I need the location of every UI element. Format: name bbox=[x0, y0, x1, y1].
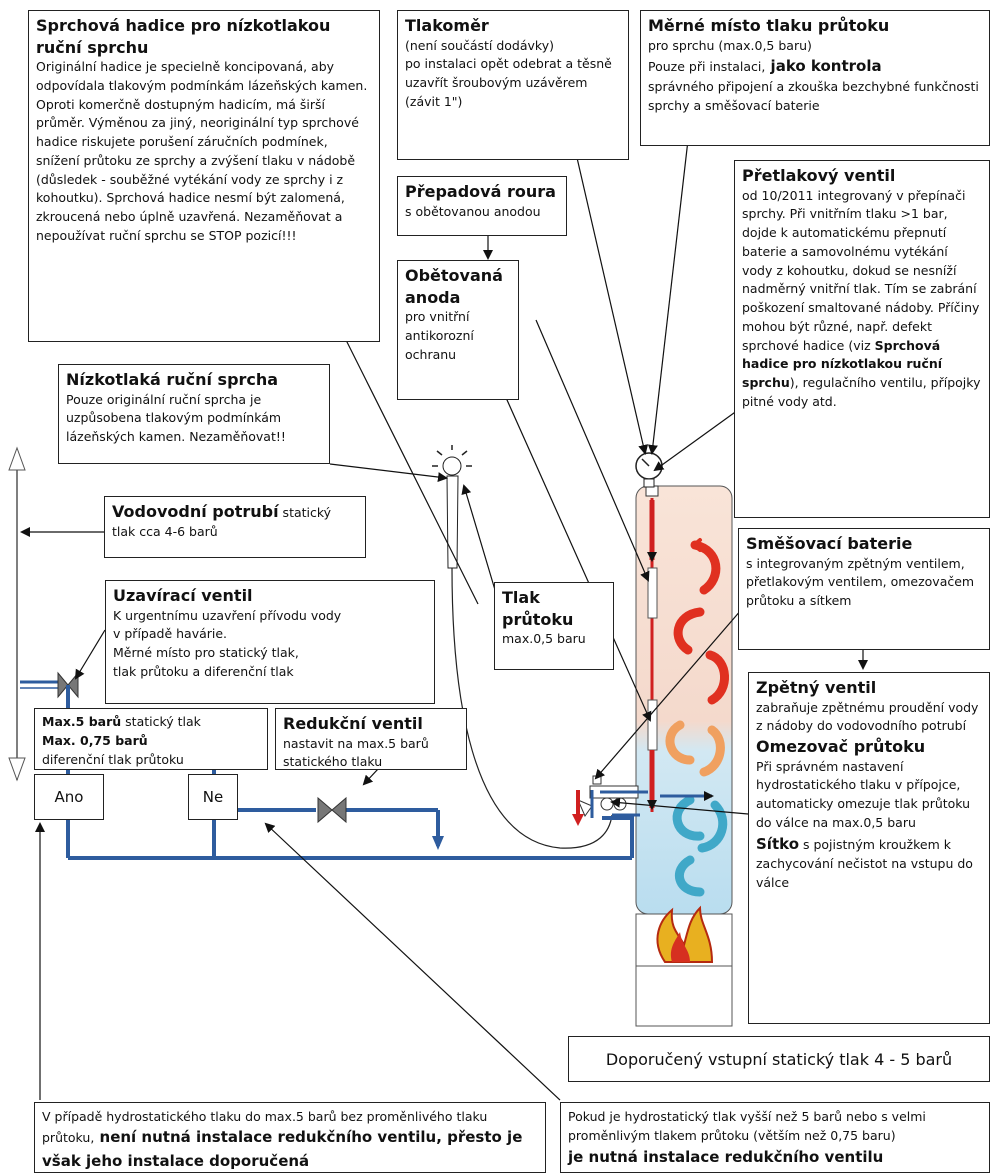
max-static-text: statický tlak bbox=[121, 714, 201, 729]
overflow-title: Přepadová roura bbox=[405, 182, 556, 201]
shutoff-text: K urgentnímu uzavření přívodu vody v pří… bbox=[113, 607, 342, 679]
mixer-title: Směšovací baterie bbox=[746, 534, 913, 553]
flowpressure-text: max.0,5 baru bbox=[502, 631, 586, 647]
handshower-text: Pouze originální ruční sprcha je uzpůsob… bbox=[66, 391, 286, 445]
measure-text-3: správného připojení a zkouška bezchybné … bbox=[648, 78, 979, 113]
max-static-value: Max.5 barů bbox=[42, 714, 122, 729]
relief-title: Přetlakový ventil bbox=[742, 166, 896, 185]
gauge-text: (není součástí dodávky) po instalaci opě… bbox=[405, 37, 612, 109]
gauge-title: Tlakoměr bbox=[405, 16, 489, 35]
limiter-text: Při správném nastavení hydrostatického t… bbox=[756, 758, 971, 830]
anode-title: Obětovaná anoda bbox=[405, 266, 503, 307]
hose-title: Sprchová hadice pro nízkotlakou ruční sp… bbox=[36, 16, 331, 57]
measure-box: Měrné místo tlaku průtoku pro sprchu (ma… bbox=[640, 10, 990, 146]
measure-title: Měrné místo tlaku průtoku bbox=[648, 16, 890, 35]
tank-base bbox=[635, 913, 733, 1027]
check-text: zabraňuje zpětnému proudění vody z nádob… bbox=[756, 699, 979, 734]
pressure-gauge-icon bbox=[635, 452, 663, 488]
shower-hose bbox=[451, 567, 613, 849]
circulation-arrows bbox=[665, 538, 729, 897]
anode-box: Obětovaná anoda pro vnitřní antikorozní … bbox=[397, 260, 519, 400]
left-note-box: V případě hydrostatického tlaku do max.5… bbox=[34, 1102, 546, 1173]
max-diff-text: diferenční tlak průtoku bbox=[42, 751, 184, 767]
no-box: Ne bbox=[188, 774, 238, 820]
recommended-pressure-box: Doporučený vstupní statický tlak 4 - 5 b… bbox=[568, 1036, 990, 1082]
right-note-big: je nutná instalace redukčního ventilu bbox=[568, 1147, 884, 1166]
handshower-box: Nízkotlaká ruční sprcha Pouze originální… bbox=[58, 364, 330, 464]
measure-text-2: Pouze při instalaci, bbox=[648, 59, 766, 75]
shutoff-valve-icon bbox=[57, 671, 79, 700]
measure-text-1: pro sprchu (max.0,5 baru) bbox=[648, 37, 812, 53]
strainer-text: s pojistným kroužkem k zachycování nečis… bbox=[756, 836, 973, 890]
mixer-valve-icon bbox=[572, 775, 714, 826]
hose-box: Sprchová hadice pro nízkotlakou ruční sp… bbox=[28, 10, 380, 342]
left-note-big: není nutná instalace redukčního ventilu,… bbox=[42, 1128, 523, 1170]
handshower-title: Nízkotlaká ruční sprcha bbox=[66, 370, 279, 389]
relief-text-b: ), regulačního ventilu, přípojky pitné v… bbox=[742, 375, 981, 409]
shutoff-title: Uzavírací ventil bbox=[113, 586, 253, 605]
reducer-valve-icon bbox=[317, 796, 347, 824]
relief-box: Přetlakový ventil od 10/2011 integrovaný… bbox=[734, 160, 990, 518]
relief-text-ref: Sprchová hadice pro nízkotlakou ruční sp… bbox=[742, 337, 943, 391]
waterpipe-box: Vodovodní potrubí statický tlak cca 4-6 … bbox=[104, 496, 366, 558]
pointer-arrows bbox=[20, 109, 868, 1101]
strainer-title: Sítko bbox=[756, 834, 799, 853]
reducer-text: nastavit na max.5 barů statického tlaku bbox=[283, 735, 429, 770]
mixer-box: Směšovací baterie s integrovaným zpětným… bbox=[738, 528, 990, 650]
hose-text: Originální hadice je specielně koncipova… bbox=[36, 59, 368, 243]
waterpipe-text: statický tlak cca 4-6 barů bbox=[112, 505, 332, 539]
max-pressure-box: Max.5 barů statický tlak Max. 0,75 barů … bbox=[34, 708, 268, 770]
left-note-small: V případě hydrostatického tlaku do max.5… bbox=[42, 1109, 488, 1146]
flowpressure-title: Tlak průtoku bbox=[502, 588, 574, 629]
reducer-box: Redukční ventil nastavit na max.5 barů s… bbox=[275, 708, 467, 770]
relief-text-a: od 10/2011 integrovaný v přepínači sprch… bbox=[742, 187, 980, 353]
max-diff-value: Max. 0,75 barů bbox=[42, 732, 148, 748]
anode-text: pro vnitřní antikorozní ochranu bbox=[405, 309, 474, 362]
overflow-box: Přepadová roura s obětovanou anodou bbox=[397, 176, 567, 236]
gauge-box: Tlakoměr (není součástí dodávky) po inst… bbox=[397, 10, 629, 160]
reducer-title: Redukční ventil bbox=[283, 714, 423, 733]
flowpressure-box: Tlak průtoku max.0,5 baru bbox=[494, 582, 614, 670]
mixer-text: s integrovaným zpětným ventilem, přetlak… bbox=[746, 555, 975, 609]
hand-shower-icon bbox=[432, 445, 472, 569]
waterpipe-title: Vodovodní potrubí bbox=[112, 502, 279, 521]
check-title: Zpětný ventil bbox=[756, 678, 877, 697]
shutoff-box: Uzavírací ventil K urgentnímu uzavření p… bbox=[105, 580, 435, 704]
overflow-text: s obětovanou anodou bbox=[405, 203, 541, 219]
yes-box: Ano bbox=[34, 774, 104, 820]
limiter-title: Omezovač průtoku bbox=[756, 737, 926, 757]
right-note-small: Pokud je hydrostatický tlak vyšší než 5 … bbox=[568, 1109, 926, 1144]
check-box: Zpětný ventil zabraňuje zpětnému prouděn… bbox=[748, 672, 990, 1024]
measure-text-2b: jako kontrola bbox=[765, 57, 882, 76]
right-note-box: Pokud je hydrostatický tlak vyšší než 5 … bbox=[560, 1102, 990, 1173]
